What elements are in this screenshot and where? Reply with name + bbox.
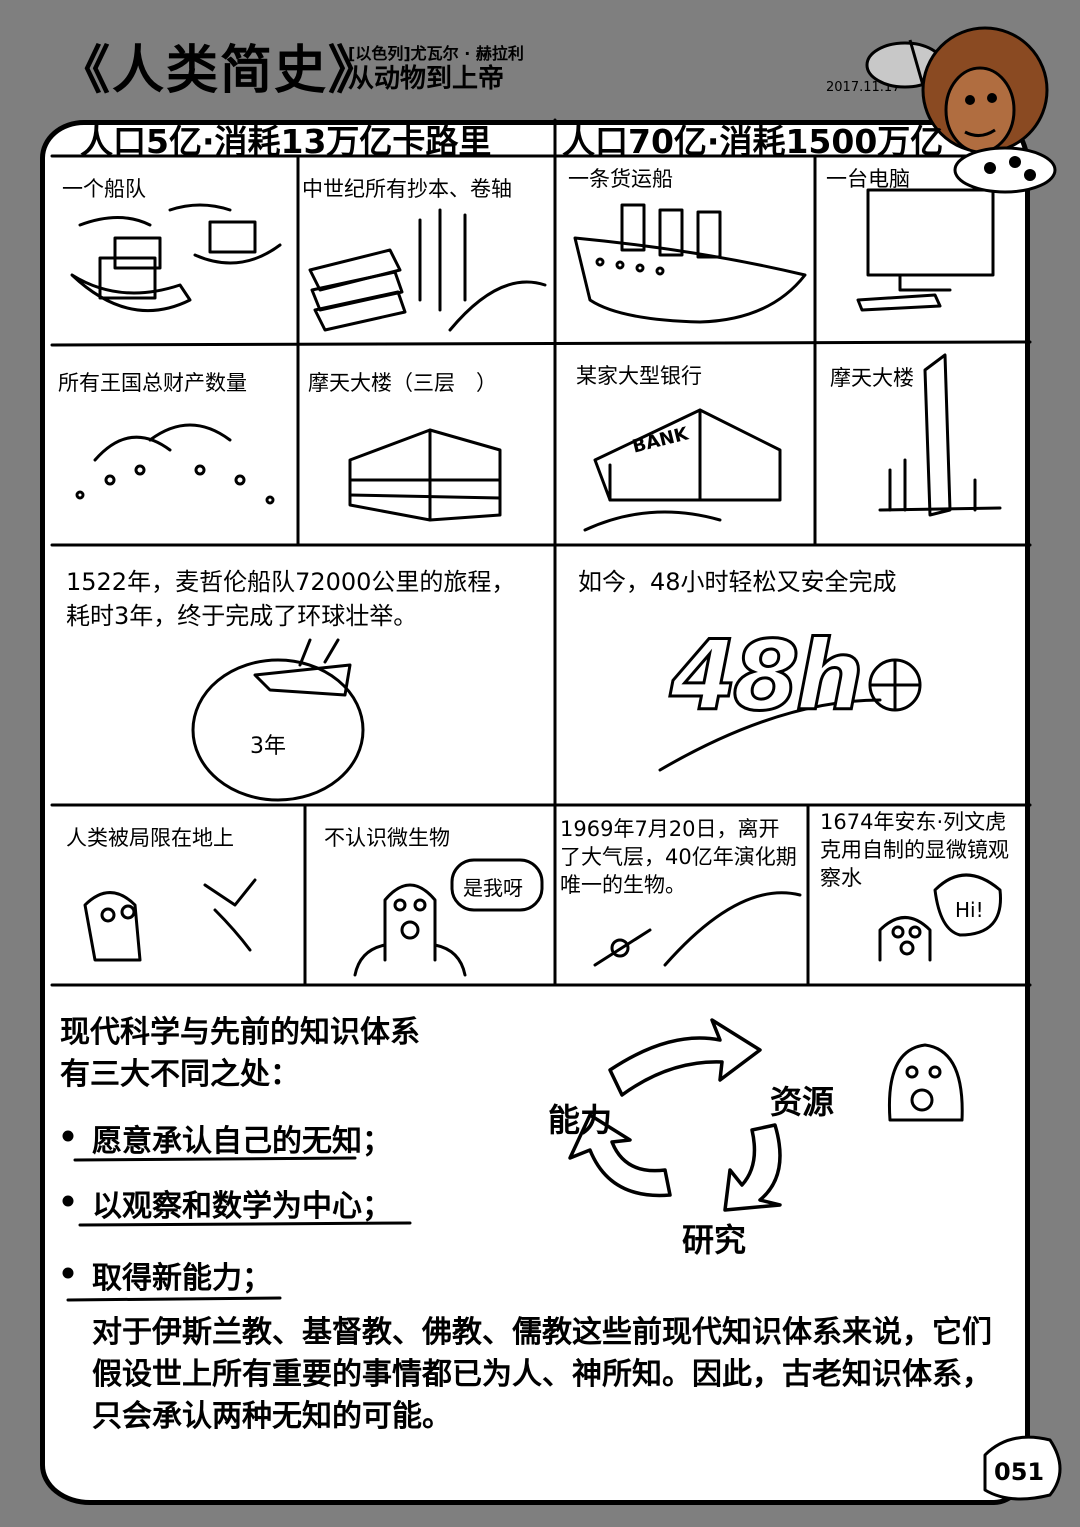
caption-manuscripts: 中世纪所有抄本、卷轴	[302, 177, 512, 201]
caption-skyscraper: 摩天大楼	[830, 366, 914, 390]
three-years-label: 3年	[250, 734, 286, 759]
past-heading: 人口5亿·消耗13万亿卡路里	[80, 122, 492, 161]
caption-microbes: 不认识微生物	[324, 826, 450, 850]
cycle-arrows	[568, 1018, 782, 1212]
knowledge-paragraph: 对于伊斯兰教、基督教、佛教、儒教这些前现代知识体系来说，它们假设世上所有重要的事…	[92, 1315, 992, 1434]
now-heading: 人口70亿·消耗1500万亿	[562, 122, 944, 161]
caption-fleet: 一个船队	[62, 177, 146, 201]
skyscraper-drawing	[878, 353, 1002, 517]
comic-page	[40, 120, 1030, 1505]
science-intro-line1: 现代科学与先前的知识体系	[60, 1015, 420, 1050]
caption-bank: 某家大型银行	[576, 364, 702, 388]
science-intro-line2: 有三大不同之处：	[60, 1057, 300, 1092]
48h-label: 48h	[669, 619, 866, 734]
manuscripts-drawing	[308, 208, 547, 332]
caption-kingdom-wealth: 所有王国总财产数量	[58, 371, 247, 395]
earthbound-drawing	[83, 878, 257, 962]
cycle-research: 研究	[682, 1221, 747, 1259]
bullet-ignorance: 愿意承认自己的无知；	[92, 1124, 392, 1159]
bank-drawing	[583, 408, 782, 532]
caption-computer: 一台电脑	[826, 167, 910, 191]
ghost-drawing	[887, 1043, 964, 1122]
globe-ship-drawing	[191, 638, 365, 802]
wealth-drawing	[75, 423, 275, 505]
caption-moon: 1969年7月20日，离开了大气层，40亿年演化期唯一的生物。	[560, 817, 797, 897]
page-number: 051	[994, 1458, 1045, 1486]
hi-bubble: Hi!	[955, 898, 984, 922]
rocket-drawing	[593, 891, 802, 967]
microbe-drawing	[353, 858, 544, 977]
caption-magellan: 1522年，麦哲伦船队72000公里的旅程，耗时3年，终于完成了环球壮举。	[66, 568, 516, 630]
cargo-ship-drawing	[573, 203, 807, 324]
caption-today: 如今，48小时轻松又安全完成	[578, 568, 897, 596]
book-title: 《人类简史》	[58, 41, 383, 101]
book-author: [以色列]尤瓦尔 · 赫拉利	[348, 44, 524, 63]
bullet-new-power: 取得新能力；	[92, 1261, 272, 1296]
caption-cargo-ship: 一条货运船	[568, 167, 673, 191]
page-number-blob	[983, 1435, 1062, 1501]
caption-leeuwenhoek: 1674年安东·列文虎克用自制的显微镜观察水	[820, 810, 1009, 890]
its-me-bubble: 是我呀	[463, 876, 523, 900]
cycle-power: 能力	[548, 1101, 613, 1139]
book-subtitle: 从动物到上帝	[348, 64, 505, 94]
caption-earthbound: 人类被局限在地上	[66, 826, 234, 850]
three-storey-building-drawing	[348, 428, 502, 522]
caption-three-storey: 摩天大楼（三层 ）	[308, 371, 497, 395]
caveman-mascot-icon	[865, 26, 1057, 194]
48h-drawing	[658, 658, 922, 772]
hi-microbe-drawing	[878, 873, 1002, 962]
fleet-drawing	[70, 203, 282, 313]
bullet-observation: 以观察和数学为中心；	[92, 1189, 392, 1224]
cycle-resources: 资源	[770, 1083, 835, 1121]
computer-drawing	[856, 188, 995, 312]
